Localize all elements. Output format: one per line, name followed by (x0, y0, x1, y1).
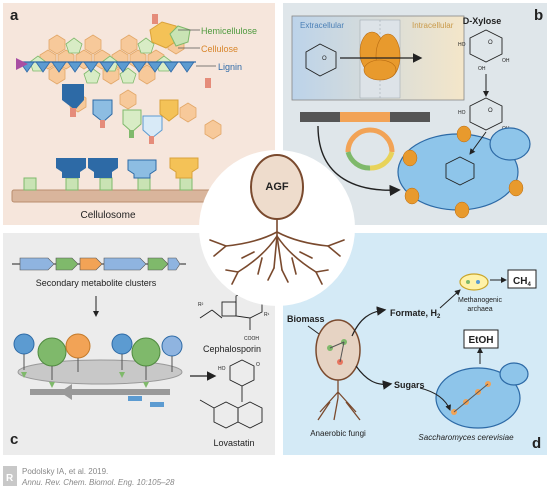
clusters-label: Secondary metabolite clusters (36, 278, 157, 288)
formate-arrow (351, 306, 387, 337)
methanogenic-label-2: archaea (467, 306, 492, 313)
cbm-stub (152, 14, 158, 24)
cellulosome-scaffold (11, 189, 231, 203)
cbm-stub-2 (205, 78, 211, 88)
center-agf: AGF (199, 150, 355, 306)
svg-text:O: O (256, 362, 260, 368)
bound-enzymes (56, 157, 199, 179)
sugars-into-yeast-arrow (419, 387, 451, 411)
enzyme-dark-blue-1 (62, 84, 84, 117)
cellulosome: Cellulosome (11, 157, 231, 221)
formate-subscript: 2 (437, 314, 441, 320)
methane-label: CH4 (513, 276, 531, 288)
enzyme-blue-2 (92, 99, 113, 128)
svg-text:O: O (488, 108, 493, 114)
sugars-arrow (355, 365, 393, 390)
svg-text:HO: HO (458, 42, 466, 48)
extracellular-label: Extracellular (300, 21, 344, 30)
anaerobic-fungus-cell (315, 319, 361, 421)
engineered-yeast (397, 127, 531, 211)
enzyme-green-3 (122, 109, 142, 138)
saccharomyces-cell (435, 362, 529, 429)
arrow-xylose-into-cell (469, 131, 487, 155)
agf-rhizoids (209, 218, 345, 285)
intracellular-label: Intracellular (412, 21, 454, 30)
methane-box (507, 269, 537, 289)
cephalosporin-label: Cephalosporin (203, 344, 261, 354)
to-archaea-arrow (439, 289, 461, 309)
cellulosome-label: Cellulosome (80, 210, 135, 221)
svg-text:O: O (488, 40, 493, 46)
panel-b: b Extracellular Intracellular O D-Xylose… (283, 3, 547, 225)
archaea-cell (459, 273, 489, 291)
membrane-transporters (402, 125, 524, 219)
svg-text:HO: HO (218, 366, 226, 372)
panel-a: a (3, 3, 275, 225)
d-xylose-label: D-Xylose (463, 16, 502, 26)
engineering-arrow (317, 125, 401, 197)
yeast-label: Saccharomyces cerevisiae (418, 433, 514, 442)
legend-cellulose: Cellulose (201, 44, 238, 54)
etoh-box (463, 329, 499, 349)
svg-text:COOH: COOH (244, 336, 259, 342)
etoh-label: EtOH (469, 335, 494, 346)
legend-hemicellulose: Hemicellulose (201, 26, 257, 36)
panel-b-label: b (534, 7, 543, 24)
enzyme-yellow-5 (159, 99, 179, 122)
gene-construct (300, 112, 430, 122)
assembly-line (13, 333, 183, 407)
citation-line-1: Podolsky IA, et al. 2019. (22, 467, 108, 476)
agf-label: AGF (265, 181, 289, 193)
plasmid (345, 127, 395, 171)
legend-lignin: Lignin (218, 62, 242, 72)
citation-line-2: Annu. Rev. Chem. Biomol. Eng. 10:105–28 (21, 478, 175, 487)
sugars-label: Sugars (394, 380, 425, 390)
svg-text:R¹: R¹ (264, 312, 270, 318)
svg-text:OH: OH (502, 58, 510, 64)
hemicellulose-blob (169, 25, 191, 47)
gene-arrows (19, 257, 181, 271)
citation: R Podolsky IA, et al. 2019. Annu. Rev. C… (3, 466, 175, 487)
free-enzymes (62, 78, 211, 144)
hemicellulose-pentagons (29, 37, 173, 84)
methane-text: CH (513, 276, 527, 287)
formate-text: Formate, H (390, 308, 437, 318)
methane-subscript: 4 (527, 282, 531, 288)
formate-label: Formate, H2 (390, 308, 441, 320)
svg-text:R²: R² (198, 302, 204, 308)
lovastatin-structure: HO O (199, 359, 263, 429)
methanogenic-label-1: Methanogenic (458, 297, 502, 304)
svg-text:O: O (322, 56, 327, 62)
journal-logo-icon (3, 466, 17, 486)
xylose-transporter (359, 31, 401, 81)
xylose-molecule-inset: O (305, 43, 337, 77)
panel-d-label: d (532, 435, 541, 452)
panel-c-label: c (10, 431, 18, 448)
panel-a-label: a (10, 7, 19, 24)
biomass-label: Biomass (287, 314, 325, 324)
lignin-end (16, 58, 28, 70)
svg-text:OH: OH (478, 66, 486, 72)
d-xylose-intracellular (445, 156, 475, 186)
d-xylose-structure-1: O OH HO OH (458, 29, 510, 72)
svg-text:R: R (6, 473, 14, 484)
svg-text:HO: HO (458, 110, 466, 116)
anaerobic-fungi-label: Anaerobic fungi (310, 429, 366, 438)
enzyme-light-4 (142, 115, 163, 144)
lovastatin-label: Lovastatin (213, 438, 254, 448)
